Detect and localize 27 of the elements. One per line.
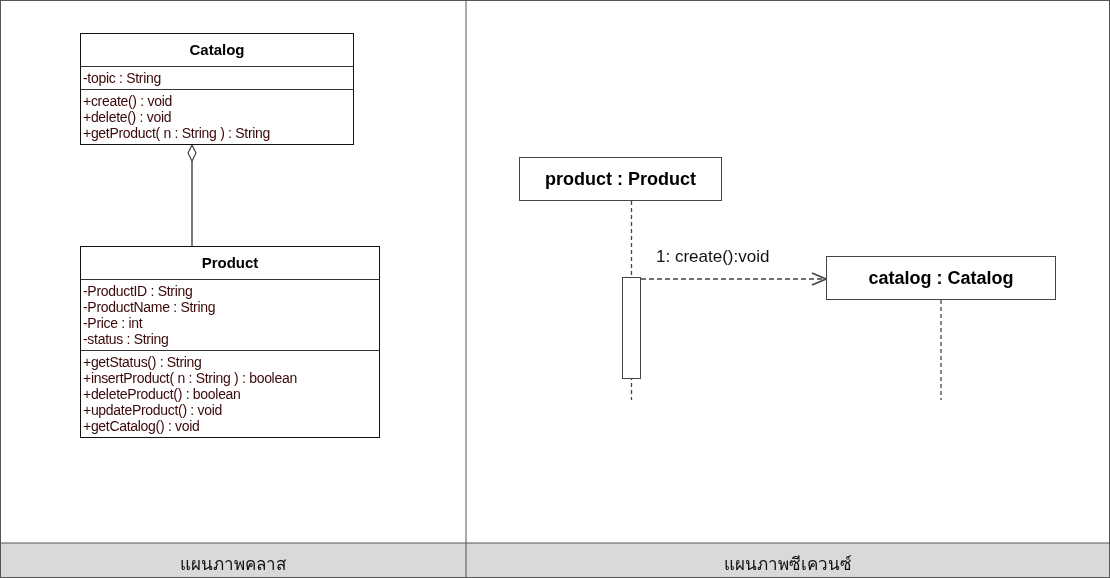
edge-label: 1: create():void [656,247,770,267]
class-box [80,246,380,438]
class-box [80,33,354,145]
method-text: +delete() : void [83,109,172,125]
object-name: catalog : Catalog [868,267,1014,289]
lifeline-header [519,157,722,201]
attribute-text: -ProductName : String [83,299,216,315]
caption-text: แผนภาพคลาส [180,554,286,576]
class-name: Product [200,253,260,273]
message-arrow [640,272,827,286]
attribute-text: -topic : String [83,70,161,86]
aggregation-line [187,144,197,247]
method-text: +deleteProduct() : boolean [83,386,241,402]
attribute-text: -ProductID : String [83,283,193,299]
method-text: +getCatalog() : void [83,418,200,434]
caption-text: แผนภาพซีเควนซ์ [724,554,852,576]
method-text: +getProduct( n : String ) : String [83,125,271,141]
activation-bar [622,277,641,379]
lifeline-header [826,256,1056,300]
method-text: +insertProduct( n : String ) : boolean [83,370,297,386]
method-text: +getStatus() : String [83,354,202,370]
object-name: product : Product [545,168,696,190]
method-text: +create() : void [83,93,172,109]
attribute-text: -status : String [83,331,169,347]
attribute-text: -Price : int [83,315,143,331]
class-name: Catalog [188,40,246,60]
method-text: +updateProduct() : void [83,402,223,418]
